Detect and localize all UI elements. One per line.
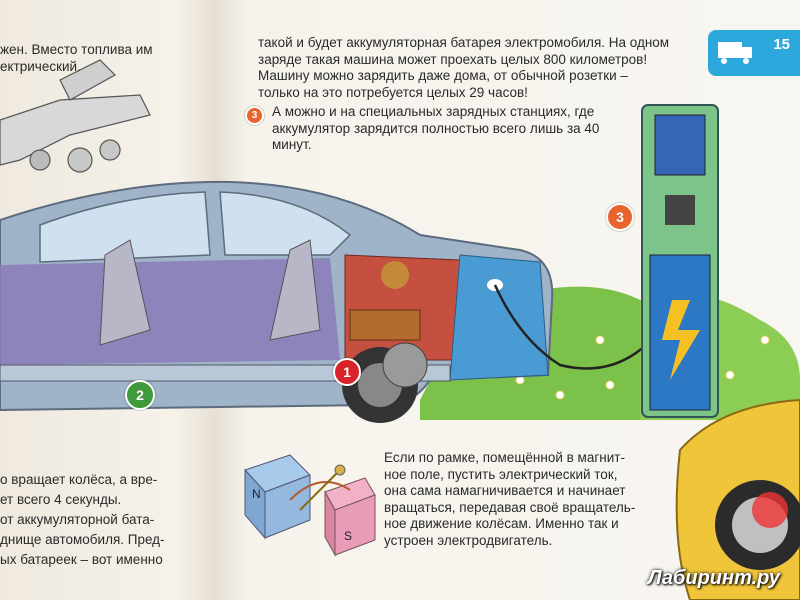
car-window bbox=[219, 191, 352, 256]
magnet-north-label: N bbox=[252, 487, 261, 501]
text-line: только на это потребуется целых 29 часов… bbox=[258, 84, 528, 100]
callout-2: 2 bbox=[125, 380, 155, 410]
text-bottom-right: Если по рамке, помещённой в магнит- ное … bbox=[384, 450, 635, 549]
magnet-south-label: S bbox=[344, 529, 353, 543]
text-line: ых батареек – вот именно bbox=[0, 552, 163, 567]
car-window bbox=[39, 191, 211, 263]
text-step-3: А можно и на специальных зарядных станци… bbox=[272, 104, 599, 154]
car-seat bbox=[99, 239, 151, 346]
text-line: такой и будет аккумуляторная батарея эле… bbox=[258, 35, 670, 50]
text-top-right: такой и будет аккумуляторная батарея эле… bbox=[258, 35, 669, 101]
step-3-badge: 3 bbox=[245, 106, 264, 125]
text-line: аккумулятор зарядится полностью всего ли… bbox=[272, 120, 600, 136]
text-line: ет всего 4 секунды. bbox=[0, 492, 122, 507]
text-line: она сама намагничивается и начинает bbox=[384, 483, 626, 498]
text-bottom-left: о вращает колёса, а вре- ет всего 4 секу… bbox=[0, 470, 165, 570]
callout-3: 3 bbox=[606, 203, 634, 231]
text-line: Машину можно зарядить даже дома, от обыч… bbox=[258, 68, 628, 83]
truck-icon bbox=[718, 42, 752, 64]
page-number: 15 bbox=[773, 36, 790, 53]
callout-1: 1 bbox=[333, 358, 361, 386]
text-line: о вращает колёса, а вре- bbox=[0, 472, 158, 487]
text-line: днище автомобиля. Пред- bbox=[0, 532, 165, 547]
car-rear bbox=[449, 254, 549, 381]
text-line: заряде такая машина может проехать целых… bbox=[258, 51, 648, 67]
text-line: минут. bbox=[272, 137, 312, 152]
station-screen bbox=[654, 114, 706, 176]
text-line: А можно и на специальных зарядных станци… bbox=[272, 104, 595, 119]
text-line: от аккумуляторной бата- bbox=[0, 512, 155, 527]
text-top-left: жен. Вместо топлива им ектрический. bbox=[0, 42, 153, 75]
brake-disc bbox=[752, 492, 788, 528]
suitcase bbox=[349, 309, 421, 341]
car-seat bbox=[269, 239, 321, 341]
watermark: Лабиринт.ру bbox=[647, 567, 780, 589]
motor-diagram bbox=[244, 454, 376, 557]
page-number-tab: 15 bbox=[708, 30, 800, 76]
text-line: Если по рамке, помещённой в магнит- bbox=[384, 450, 625, 465]
station-plug bbox=[665, 195, 695, 225]
text-line: устроен электродвигатель. bbox=[384, 532, 553, 548]
text-line: ное поле, пустить электрический ток, bbox=[384, 466, 618, 482]
teddy-bear bbox=[381, 261, 409, 289]
text-line: ное движение колёсам. Именно так и bbox=[384, 516, 619, 531]
text-line: вращаться, передавая своё вращатель- bbox=[384, 499, 636, 515]
old-engine-sketch bbox=[0, 59, 151, 173]
car-interior bbox=[0, 258, 340, 365]
text-line: ектрический. bbox=[0, 58, 81, 74]
text-line: жен. Вместо топлива им bbox=[0, 42, 153, 57]
lightning-icon bbox=[662, 300, 700, 380]
electric-motor bbox=[382, 342, 428, 388]
